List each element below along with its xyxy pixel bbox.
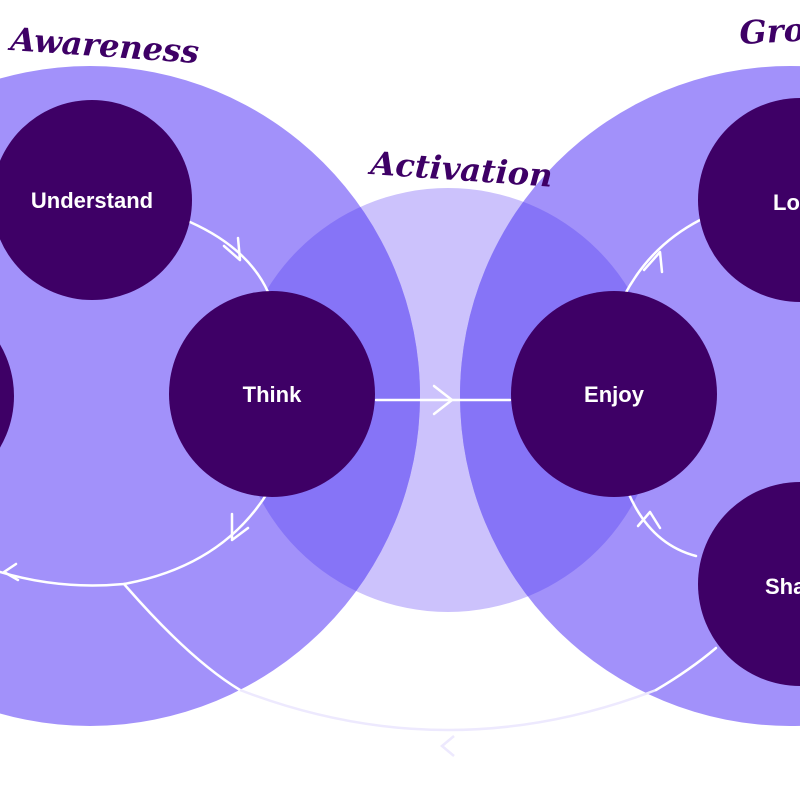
node-understand: Understand [0, 100, 192, 300]
connector-enjoy-love [622, 218, 702, 298]
node-love: Lo [698, 98, 800, 302]
arrow-think-loop [230, 512, 250, 542]
awareness-activation-overlap [236, 188, 420, 612]
arrow-bottom-arc [440, 735, 455, 757]
arrow-share-enjoy [636, 510, 662, 530]
node-share-label: Sha [765, 574, 800, 599]
node-love-label: Lo [773, 190, 800, 215]
connector-bottom-arc [122, 582, 242, 692]
node-enjoy: Enjoy [511, 291, 717, 497]
node-share: Sha [698, 482, 800, 686]
growth-activation-overlap [460, 188, 660, 612]
connector-share-bottom [654, 646, 718, 692]
activation-label: Activation [366, 144, 553, 195]
node-awareness-left [0, 344, 14, 448]
arrow-loop-left [2, 562, 20, 582]
connectors [0, 218, 718, 757]
node-think: Think [169, 291, 375, 497]
growth-label: Gro [738, 11, 800, 52]
connector-share-enjoy [626, 490, 698, 558]
arrow-think-enjoy [432, 384, 454, 416]
arrow-understand-think [222, 236, 242, 262]
node-understand-label: Understand [31, 188, 153, 213]
node-think-label: Think [243, 382, 302, 407]
awareness-label: Awareness [6, 20, 200, 71]
arrow-enjoy-love [642, 250, 664, 274]
node-enjoy-label: Enjoy [584, 382, 645, 407]
connector-bottom-arc-faint [239, 688, 657, 732]
